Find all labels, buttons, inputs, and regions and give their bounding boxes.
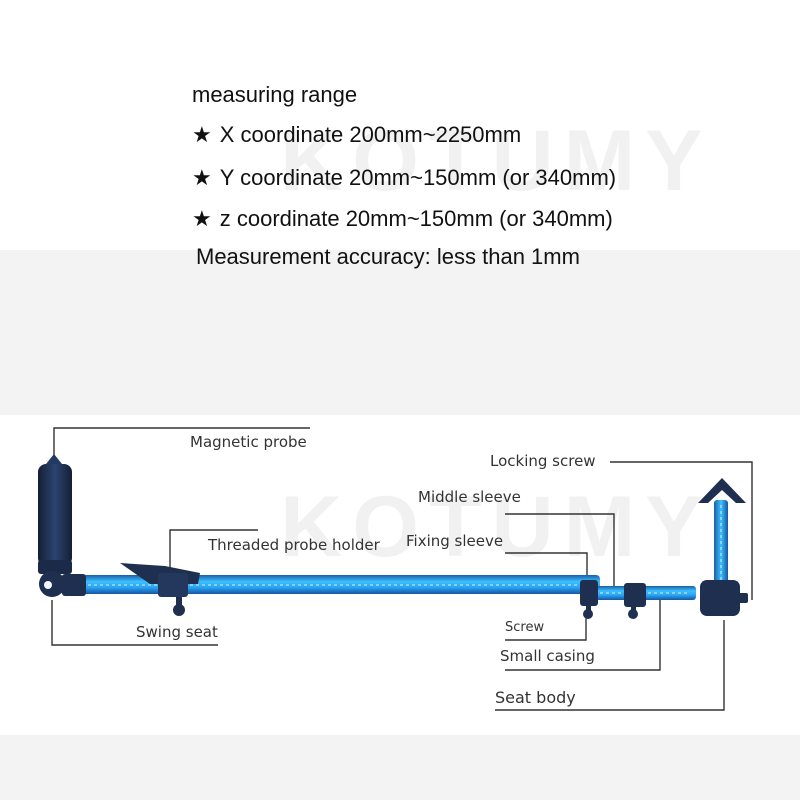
threaded-probe-holder — [120, 563, 200, 616]
label-locking-screw: Locking screw — [490, 452, 596, 470]
spec-y-text: Y coordinate 20mm~150mm (or 340mm) — [219, 165, 617, 190]
gray-band-upper — [0, 250, 800, 415]
gray-band-lower — [0, 735, 800, 800]
locking-screw-head — [698, 478, 746, 503]
leader-swing-seat — [51, 600, 218, 646]
label-fixing-sleeve: Fixing sleeve — [406, 532, 504, 550]
small-casing — [624, 583, 646, 619]
label-magnetic-probe: Magnetic probe — [190, 433, 307, 451]
fixing-sleeve — [580, 580, 598, 619]
spec-x-coordinate: ★ X coordinate 200mm~2250mm — [192, 122, 521, 148]
label-seat-body: Seat body — [495, 688, 576, 707]
star-icon: ★ — [192, 122, 212, 147]
leader-magnetic-probe — [53, 427, 310, 465]
label-small-casing: Small casing — [500, 647, 595, 665]
magnetic-probe — [38, 454, 86, 597]
spec-y-coordinate: ★ Y coordinate 20mm~150mm (or 340mm) — [192, 165, 616, 191]
label-screw: Screw — [505, 620, 545, 635]
spec-z-coordinate: ★ z coordinate 20mm~150mm (or 340mm) — [192, 206, 613, 232]
spec-z-text: z coordinate 20mm~150mm (or 340mm) — [219, 206, 613, 231]
spec-x-text: X coordinate 200mm~2250mm — [219, 122, 522, 147]
star-icon: ★ — [192, 165, 212, 190]
leader-middle-sleeve — [505, 513, 615, 592]
leader-threaded-holder — [169, 529, 258, 568]
spec-heading: measuring range — [192, 82, 358, 107]
star-icon: ★ — [192, 206, 212, 231]
spec-accuracy: Measurement accuracy: less than 1mm — [196, 244, 580, 269]
label-threaded-probe-holder: Threaded probe holder — [208, 536, 380, 554]
leader-small-casing — [505, 600, 661, 671]
label-swing-seat: Swing seat — [136, 623, 218, 641]
vertical-rod — [714, 500, 728, 592]
leader-locking-screw — [610, 461, 753, 600]
seat-body — [698, 478, 748, 616]
leader-seat-body — [495, 620, 725, 711]
label-middle-sleeve: Middle sleeve — [418, 488, 521, 506]
leader-screw — [505, 615, 587, 641]
